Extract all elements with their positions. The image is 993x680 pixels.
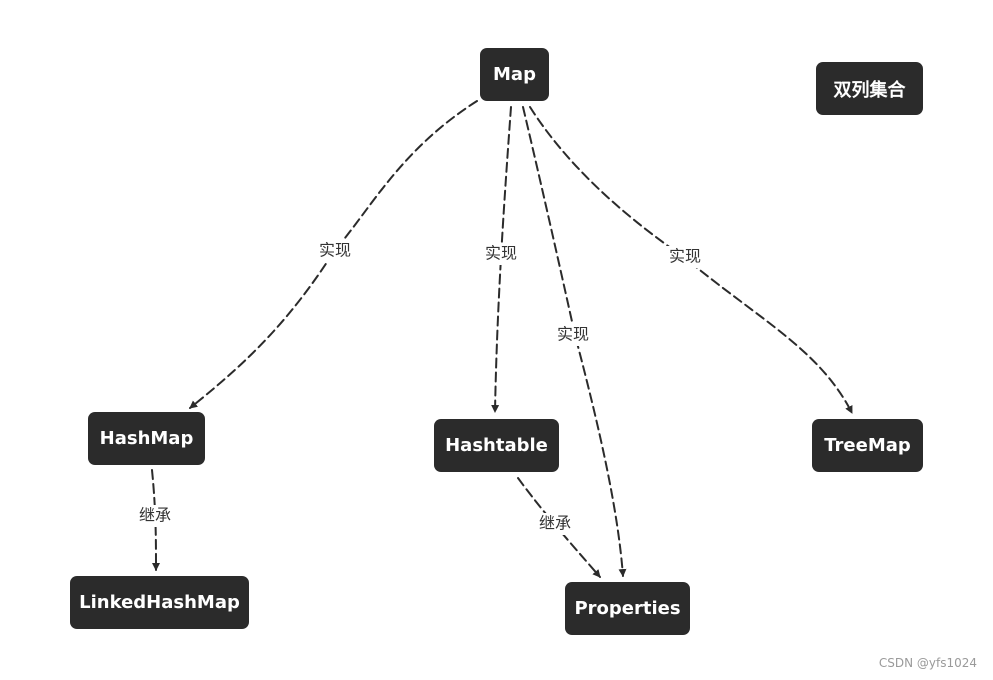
edge-hashtable-properties: [517, 477, 601, 578]
edge-label-bg: [554, 324, 592, 346]
node-treemap: TreeMap: [812, 419, 923, 472]
edge-label-map-hashtable: 实现: [485, 244, 517, 263]
edge-label-map-hashmap: 实现: [319, 241, 351, 260]
edge-map-hashmap: [189, 100, 478, 409]
node-hashmap: HashMap: [88, 412, 205, 465]
edge-label-hashtable-properties: 继承: [539, 514, 571, 533]
node-title-double-column-collection: 双列集合: [816, 62, 923, 115]
edge-label-map-treemap: 实现: [669, 247, 701, 266]
edge-label-map-properties: 实现: [557, 325, 589, 344]
node-properties: Properties: [565, 582, 690, 635]
edge-label-bg: [136, 505, 174, 527]
edge-label-bg: [666, 246, 704, 268]
node-hashtable: Hashtable: [434, 419, 559, 472]
node-linkedhashmap: LinkedHashMap: [70, 576, 249, 629]
edge-label-bg: [536, 513, 574, 535]
edge-hashmap-linkedhashmap: [151, 469, 160, 571]
edge-label-bg: [316, 240, 354, 262]
node-map: Map: [480, 48, 549, 101]
edge-label-bg: [482, 243, 520, 265]
watermark: CSDN @yfs1024: [878, 656, 977, 670]
edge-label-hashmap-linkedhashmap: 继承: [139, 506, 171, 525]
